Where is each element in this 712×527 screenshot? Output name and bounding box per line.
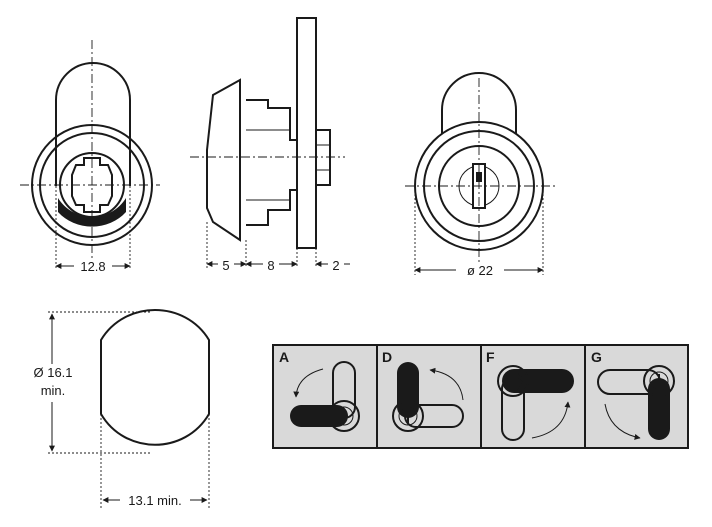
dim-cutout-width: 13.1 min. <box>128 493 181 508</box>
dim-cam: 2 <box>332 258 339 273</box>
panel-d-label: D <box>382 349 392 365</box>
dim-cutout-diameter-bg <box>24 364 82 402</box>
panel-g-label: G <box>591 349 602 365</box>
rear-view: ø 22 <box>405 72 555 278</box>
dim-bezel-bg <box>218 256 234 272</box>
dim-body-bg <box>263 256 279 272</box>
dim-cam-bg <box>328 256 344 272</box>
dim-front-width-bg <box>74 258 112 274</box>
panel-d: D <box>378 346 480 447</box>
dim-bezel: 5 <box>222 258 229 273</box>
dim-body: 8 <box>267 258 274 273</box>
side-view: 5 8 2 <box>190 17 350 273</box>
panel-g: G <box>586 346 687 447</box>
dim-cutout-diameter-line2: min. <box>41 383 66 398</box>
panel-a-label: A <box>279 349 289 365</box>
dim-front-width: 12.8 <box>80 259 105 274</box>
cam-position-panels: A D F <box>272 344 689 449</box>
dim-rear-diameter-bg <box>456 262 504 278</box>
dim-cutout-width-bg <box>120 492 190 508</box>
dim-cutout-diameter-line1: Ø 16.1 <box>33 365 72 380</box>
dim-rear-diameter: ø 22 <box>467 263 493 278</box>
panel-f-label: F <box>486 349 495 365</box>
panel-f: F <box>482 346 584 447</box>
panel-a: A <box>274 346 376 447</box>
front-view: 12.8 <box>20 40 160 274</box>
cutout-view: Ø 16.1 min. 13.1 min. <box>24 309 210 510</box>
